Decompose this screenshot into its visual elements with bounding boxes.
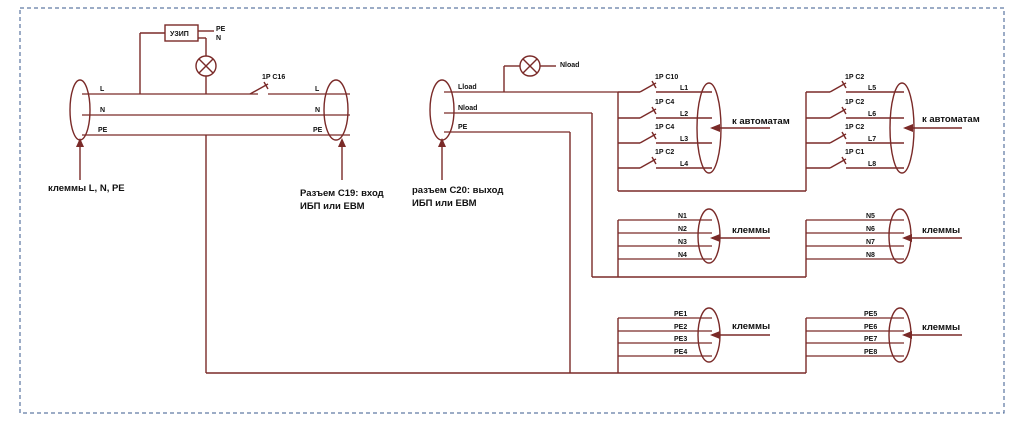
svg-text:1P C4: 1P C4 (655, 99, 674, 106)
uzip-pe-label: PE (216, 26, 226, 33)
c19-label-n: N (315, 107, 320, 114)
breaker-c16-label: 1P C16 (262, 74, 285, 81)
c20-caption-line2: ИБП или EBM (412, 198, 477, 209)
c20-pe-label: PE (458, 124, 468, 131)
arrow-icon (902, 234, 912, 242)
to-breakers-right-label: к автоматам (922, 114, 980, 125)
nload-label: Nload (458, 105, 477, 112)
lamp-nload-label: Nload (560, 62, 579, 69)
lload-label: Lload (458, 84, 477, 91)
svg-text:N5: N5 (866, 213, 875, 220)
svg-text:L1: L1 (680, 85, 688, 92)
breaker-row-4: 1P C2 L4 (618, 149, 712, 169)
svg-text:PE1: PE1 (674, 311, 687, 318)
svg-text:1P C2: 1P C2 (845, 124, 864, 131)
svg-text:L2: L2 (680, 111, 688, 118)
breaker-row-8: 1P C1 L8 (806, 149, 904, 169)
input-terminals-caption: клеммы L, N, PE (48, 183, 125, 194)
label-pe: PE (98, 127, 108, 134)
arrow-icon (710, 331, 720, 339)
svg-text:1P C10: 1P C10 (655, 74, 678, 81)
c19-label-pe: PE (313, 127, 323, 134)
c19-caption-line1: Разъем С19: вход (300, 188, 384, 199)
label-n: N (100, 107, 105, 114)
svg-text:L7: L7 (868, 136, 876, 143)
breaker-row-3: 1P C4 L3 (618, 124, 712, 144)
svg-text:N1: N1 (678, 213, 687, 220)
svg-text:L4: L4 (680, 161, 688, 168)
svg-text:L6: L6 (868, 111, 876, 118)
breaker-c16-icon (249, 83, 269, 95)
svg-text:N4: N4 (678, 252, 687, 259)
arrow-icon (902, 331, 912, 339)
c19-connector-ellipse (323, 79, 349, 141)
arrow-icon (338, 138, 346, 147)
svg-text:L3: L3 (680, 136, 688, 143)
n-terminals-right: N5 N6 N7 N8 (806, 213, 904, 260)
pe-right-clamps-label: клеммы (922, 322, 960, 333)
c20-caption-line1: разъем С20: выход (412, 185, 503, 196)
svg-text:1P C2: 1P C2 (655, 149, 674, 156)
svg-text:1P C4: 1P C4 (655, 124, 674, 131)
svg-text:PE7: PE7 (864, 336, 877, 343)
svg-text:PE4: PE4 (674, 349, 687, 356)
c19-label-l: L (315, 86, 320, 93)
breaker-row-1: 1P C10 L1 (618, 74, 712, 93)
arrow-icon (438, 138, 446, 147)
n-right-clamps-label: клеммы (922, 225, 960, 236)
svg-text:L8: L8 (868, 161, 876, 168)
uzip-n-label: N (216, 35, 221, 42)
pe-terminals-left: PE1 PE2 PE3 PE4 (618, 311, 712, 357)
c20-connector-ellipse (429, 79, 455, 141)
arrow-icon (710, 124, 720, 132)
arrow-icon (710, 234, 720, 242)
breaker-row-6: 1P C2 L6 (806, 99, 904, 119)
svg-text:1P C1: 1P C1 (845, 149, 864, 156)
svg-text:PE2: PE2 (674, 324, 687, 331)
pe-left-clamps-label: клеммы (732, 321, 770, 332)
n-left-clamps-label: клеммы (732, 225, 770, 236)
label-l: L (100, 86, 105, 93)
svg-text:N7: N7 (866, 239, 875, 246)
dashed-frame (19, 7, 1005, 414)
svg-text:1P C2: 1P C2 (845, 74, 864, 81)
svg-text:1P C2: 1P C2 (845, 99, 864, 106)
svg-text:N6: N6 (866, 226, 875, 233)
breaker-row-7: 1P C2 L7 (806, 124, 904, 144)
svg-text:N8: N8 (866, 252, 875, 259)
breaker-row-5: 1P C2 L5 (806, 74, 904, 93)
svg-text:L5: L5 (868, 85, 876, 92)
input-terminal-ellipse (69, 79, 91, 141)
svg-text:PE5: PE5 (864, 311, 877, 318)
svg-text:PE6: PE6 (864, 324, 877, 331)
to-breakers-left-label: к автоматам (732, 116, 790, 127)
uzip-label: УЗИП (170, 31, 189, 38)
svg-text:N2: N2 (678, 226, 687, 233)
arrow-icon (903, 124, 913, 132)
svg-text:PE3: PE3 (674, 336, 687, 343)
svg-text:N3: N3 (678, 239, 687, 246)
arrow-icon (76, 138, 84, 147)
svg-text:PE8: PE8 (864, 349, 877, 356)
c19-caption-line2: ИБП или EBM (300, 201, 365, 212)
breaker-row-2: 1P C4 L2 (618, 99, 712, 119)
pe-terminals-right: PE5 PE6 PE7 PE8 (806, 311, 904, 357)
n-terminals-left: N1 N2 N3 N4 (618, 213, 712, 260)
